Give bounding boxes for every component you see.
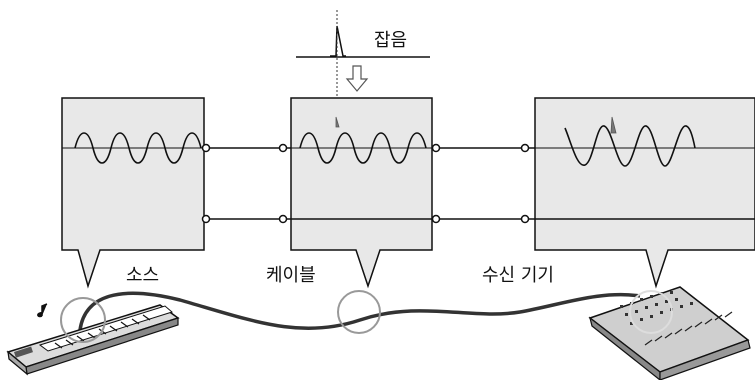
noise-label: 잡음 (374, 30, 407, 51)
connector-dots (201, 143, 530, 224)
down-arrow-icon (345, 65, 369, 92)
signal-lines (204, 147, 755, 220)
cable-highlight-circle (337, 290, 381, 334)
receiver-highlight-circle (629, 290, 673, 334)
source-label: 소스 (126, 265, 159, 286)
cable-label: 케이블 (266, 265, 316, 286)
receiver-panel (534, 97, 755, 289)
noise-spike-icon (330, 25, 346, 57)
keyboard-synth-icon (6, 303, 180, 376)
highlight-circles (60, 290, 673, 343)
audio-cable (78, 291, 641, 331)
cable-panel (290, 97, 433, 289)
music-note-icon (37, 303, 48, 318)
source-panel (61, 97, 205, 289)
receiver-noise-spike (610, 116, 617, 134)
receiver-label: 수신 기기 (482, 265, 554, 286)
source-waveform (74, 132, 202, 164)
cable-noise-spike (335, 116, 340, 128)
cable-waveform (299, 132, 427, 164)
receiver-waveform (564, 125, 696, 167)
source-highlight-circle (60, 297, 106, 343)
